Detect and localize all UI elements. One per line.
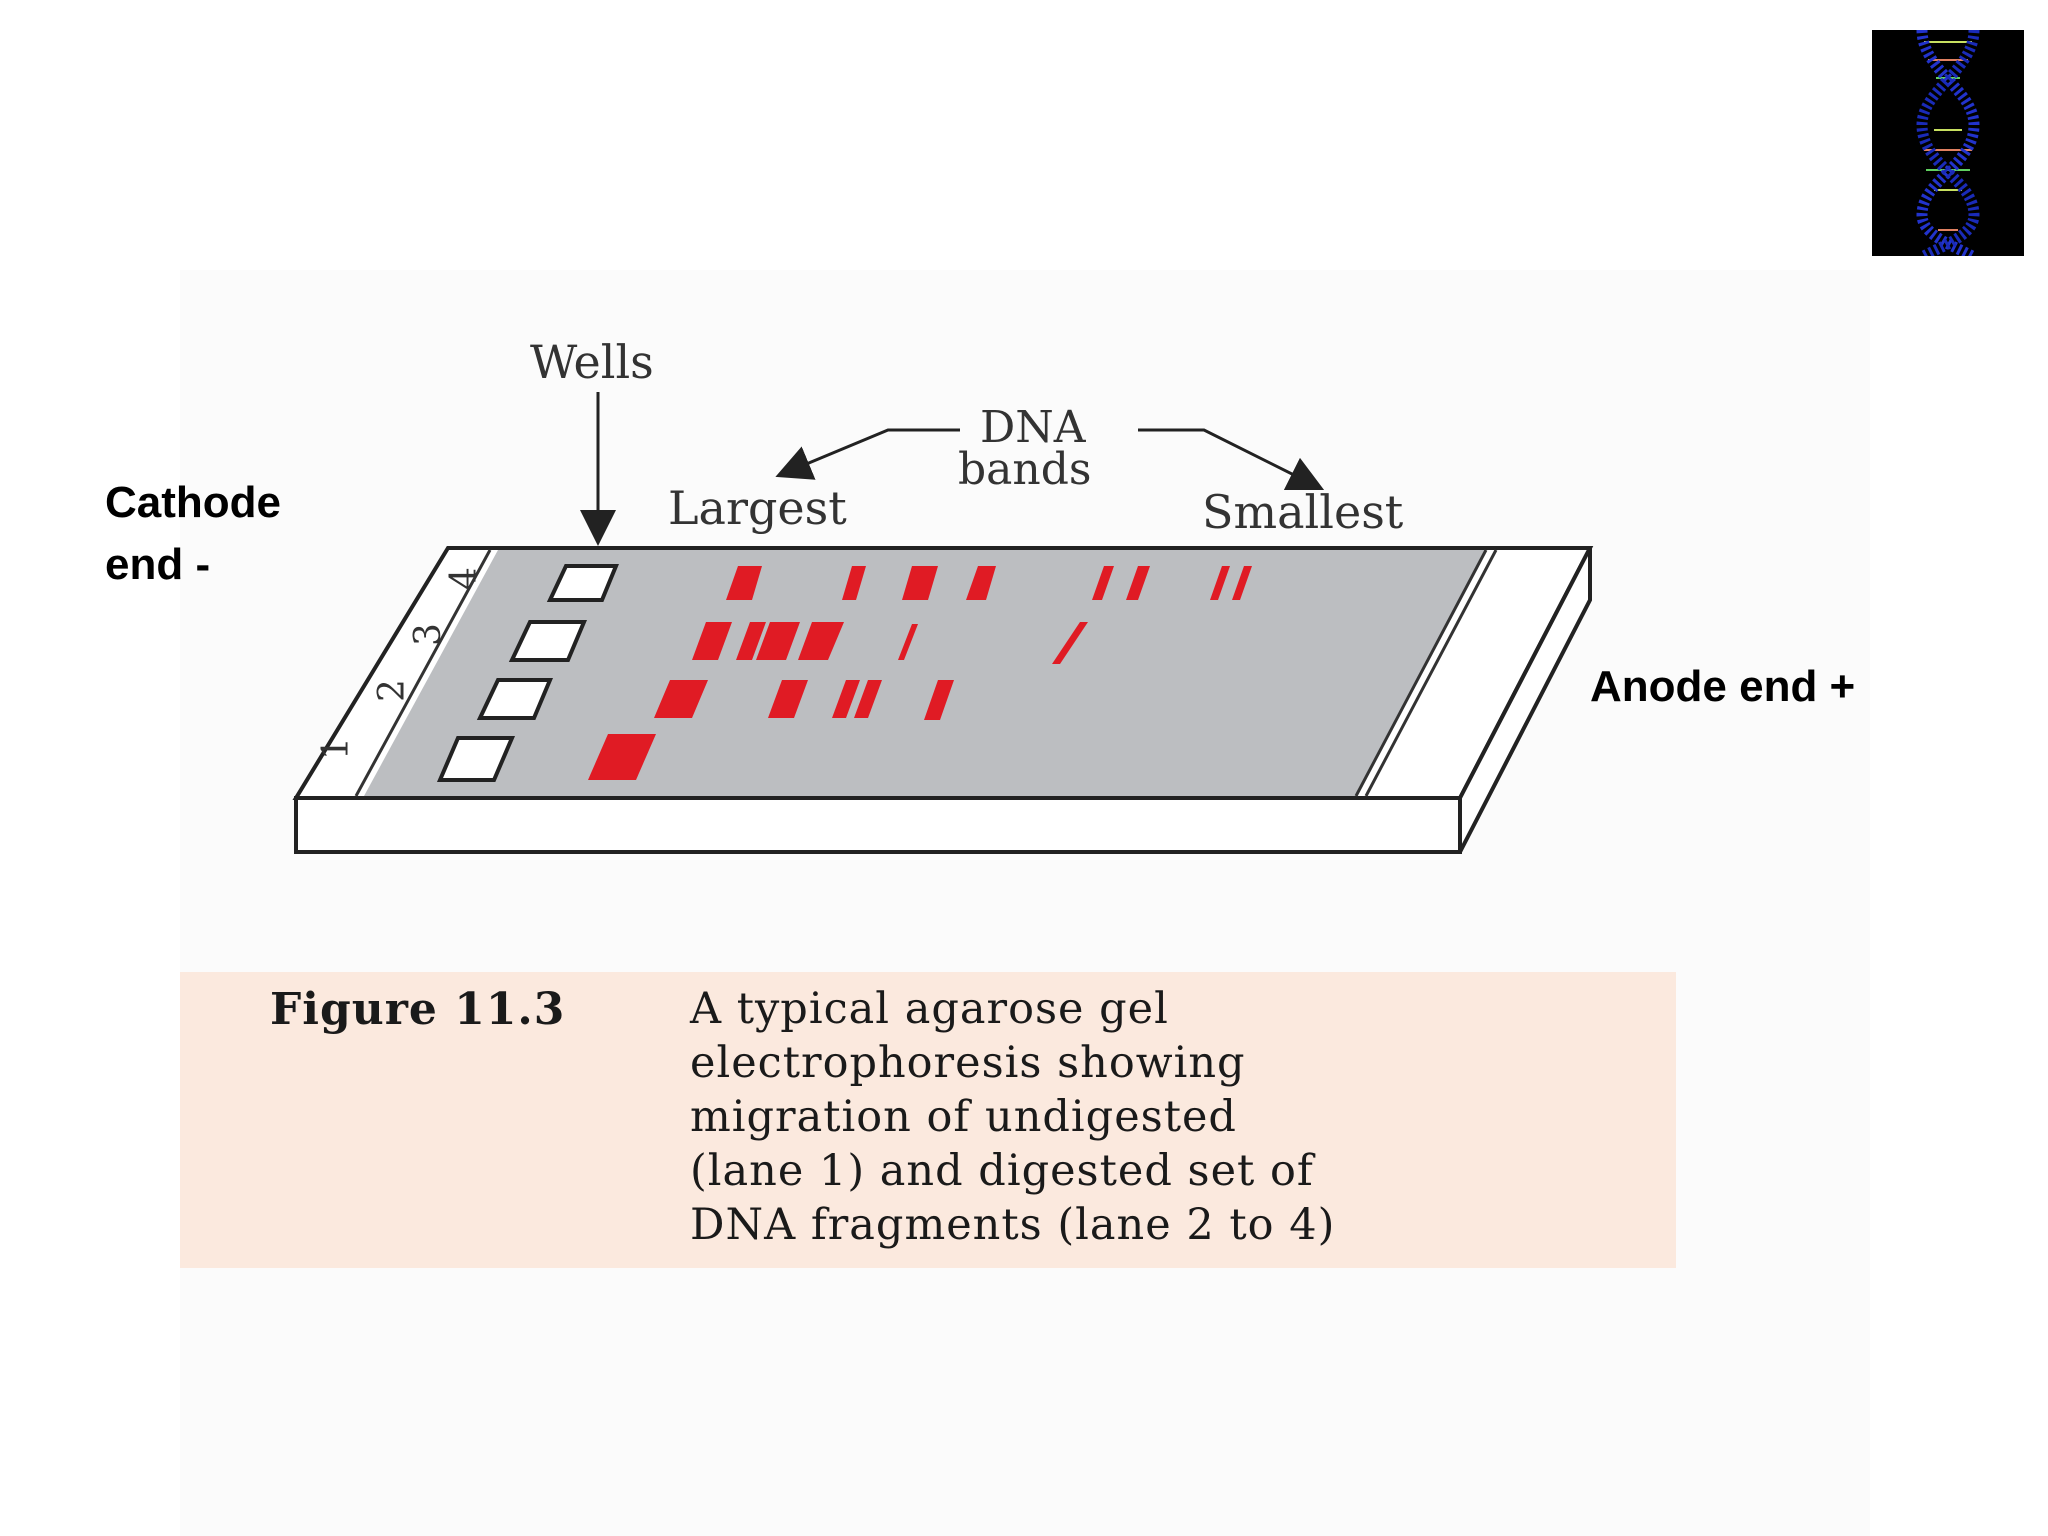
- band-lane-1: [588, 734, 656, 780]
- band-lane-4: [1092, 566, 1114, 600]
- well-lane-3: [508, 620, 588, 662]
- band-lane-3: [756, 622, 800, 660]
- largest-label: Largest: [668, 481, 847, 535]
- band-lane-2: [832, 680, 860, 718]
- lane-number-1: 1: [316, 737, 357, 760]
- band-lane-2: [654, 680, 708, 718]
- dna-label-line1: DNA: [980, 402, 1087, 453]
- band-lane-4: [966, 566, 996, 600]
- band-lane-2: [768, 680, 808, 718]
- band-lane-3: [1052, 622, 1088, 664]
- band-lane-4: [1210, 566, 1230, 600]
- lane-number-2: 2: [372, 679, 413, 702]
- band-lane-2: [854, 680, 882, 718]
- caption-line: DNA fragments (lane 2 to 4): [690, 1200, 1336, 1250]
- gel-edge-left: [354, 549, 492, 797]
- dna-double-helix-icon: [1872, 29, 2024, 261]
- lane-number-4: 4: [444, 567, 485, 590]
- gel-edge-right-2: [1364, 549, 1498, 797]
- band-lane-3: [692, 622, 732, 660]
- gel-tray-side: [1458, 547, 1592, 853]
- caption-line: (lane 1) and digested set of: [690, 1146, 1314, 1196]
- smallest-label: Smallest: [1202, 485, 1404, 539]
- largest-arrow: [775, 428, 960, 480]
- band-lane-4: [842, 566, 866, 600]
- band-lane-3: [736, 622, 766, 660]
- well-lane-2: [476, 678, 554, 720]
- figure-number: Figure 11.3: [270, 984, 566, 1035]
- band-lane-4: [1126, 566, 1150, 600]
- band-lane-4: [726, 566, 762, 600]
- dna-label-line2: bands: [958, 444, 1091, 495]
- smallest-arrow: [1138, 428, 1325, 491]
- gel-edge-right-1: [1354, 549, 1488, 797]
- band-lane-3: [898, 624, 918, 660]
- figure-background: [180, 270, 1870, 1536]
- cathode-label-line1: Cathode: [105, 478, 281, 527]
- caption-line: A typical agarose gel: [690, 984, 1169, 1034]
- gel-electrophoresis-diagram: Wells DNA bands Largest Smallest 1 2 3 4: [292, 335, 1594, 854]
- caption-line: migration of undigested: [690, 1092, 1237, 1142]
- lane-number-3: 3: [408, 623, 449, 646]
- band-lane-4: [902, 566, 938, 600]
- well-lane-1: [436, 736, 516, 782]
- cathode-label-line2: end -: [105, 540, 211, 589]
- anode-label: Anode end +: [1590, 662, 1856, 711]
- figure-caption: Figure 11.3 A typical agarose gel electr…: [180, 972, 1676, 1268]
- band-lane-4: [1232, 566, 1252, 600]
- wells-label: Wells: [530, 335, 654, 389]
- well-lane-4: [546, 564, 619, 602]
- gel-tray-front: [294, 796, 1462, 854]
- band-lane-2: [924, 680, 954, 720]
- band-lane-3: [798, 622, 844, 660]
- caption-line: electrophoresis showing: [690, 1038, 1246, 1088]
